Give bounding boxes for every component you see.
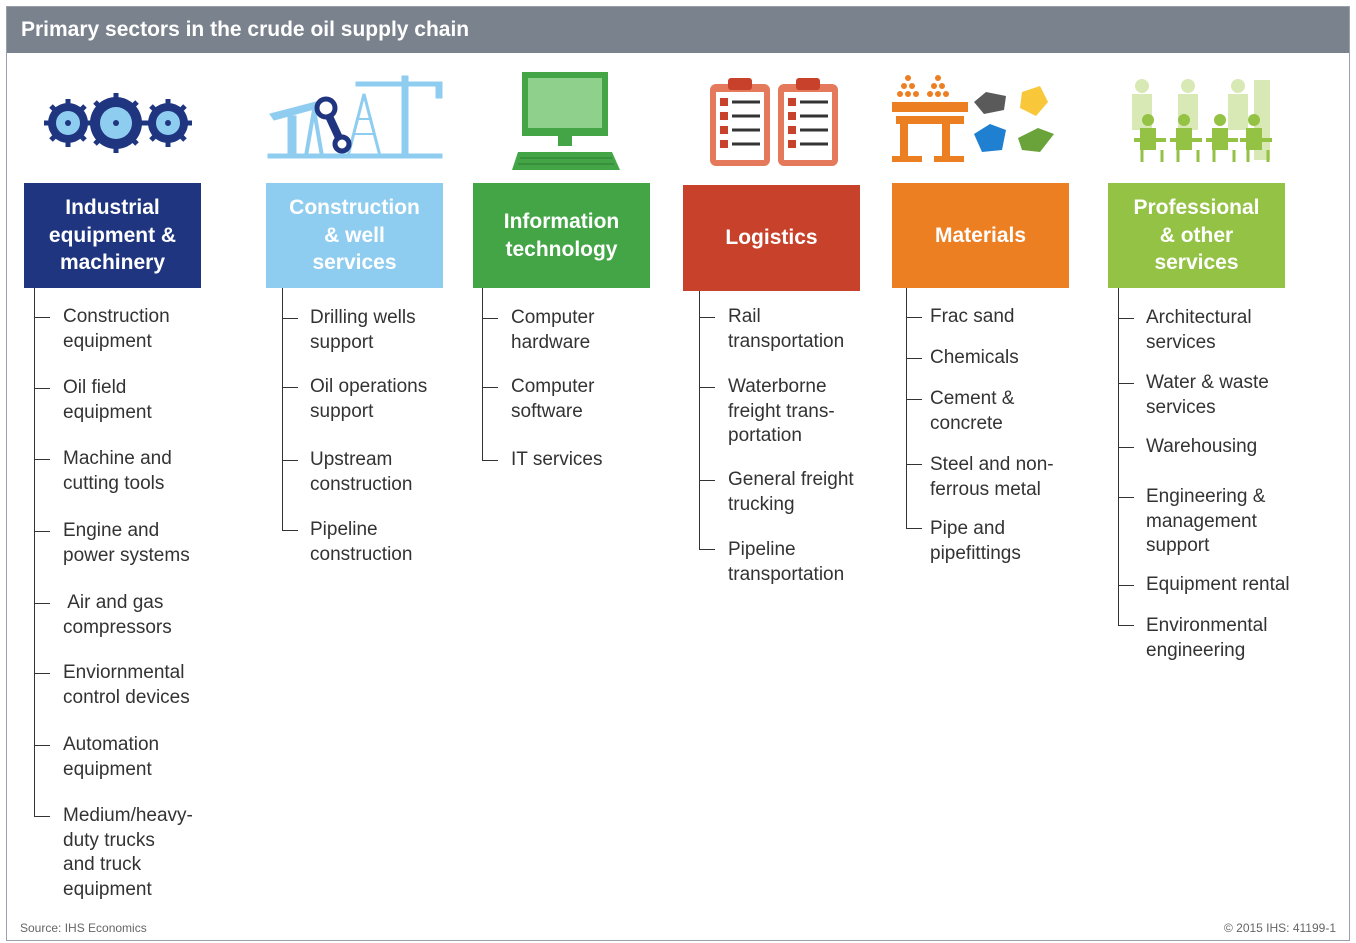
list-item: Steel and non-ferrous metal <box>930 454 1054 500</box>
tree-line <box>34 288 35 817</box>
tree-tick <box>906 399 922 400</box>
tree-line <box>906 288 907 529</box>
oil-rig-crane-icon <box>267 75 443 159</box>
tree-tick <box>34 531 50 532</box>
tree-tick <box>906 464 922 465</box>
tree-tick <box>34 317 50 318</box>
tree-tick <box>1118 585 1134 586</box>
gears-icon <box>44 93 192 153</box>
tree-tick <box>699 549 715 550</box>
computer-icon <box>512 72 620 170</box>
heading-line: Information <box>503 209 620 233</box>
source-note: Source: IHS Economics <box>20 921 147 935</box>
tree-line <box>282 288 283 531</box>
tree-tick <box>482 318 498 319</box>
copyright-note: © 2015 IHS: 41199-1 <box>1223 921 1336 935</box>
tree-tick <box>34 673 50 674</box>
tree-tick <box>482 387 498 388</box>
tree-tick <box>1118 625 1134 626</box>
heading-line: Construction <box>289 195 420 219</box>
heading-construction: Construction & well services <box>266 183 443 288</box>
tree-tick <box>699 387 715 388</box>
tree-tick <box>282 460 298 461</box>
tree-tick <box>699 317 715 318</box>
tree-tick <box>34 816 50 817</box>
heading-line: Industrial <box>65 195 160 219</box>
tree-tick <box>482 460 498 461</box>
heading-line: Materials <box>934 223 1027 247</box>
tree-tick <box>34 388 50 389</box>
heading-industrial: Industrial equipment & machinery <box>24 183 201 288</box>
heading-line: machinery <box>59 251 166 275</box>
title-bar: Primary sectors in the crude oil supply … <box>7 7 1349 53</box>
clipboard-checklist-icon <box>710 78 838 166</box>
tree-line <box>699 291 700 550</box>
chart-frame: Primary sectors in the crude oil supply … <box>6 6 1350 941</box>
list-item: Warehousing <box>1146 436 1258 457</box>
tree-tick <box>34 745 50 746</box>
heading-line: & other <box>1159 223 1234 247</box>
tree-line <box>1118 288 1119 626</box>
heading-logistics: Logistics <box>683 185 860 291</box>
tree-tick <box>906 317 922 318</box>
list-item: Chemicals <box>930 347 1019 368</box>
tree-tick <box>1118 383 1134 384</box>
tree-tick <box>1118 447 1134 448</box>
list-item: Cement &concrete <box>930 388 1015 434</box>
heading-line: equipment & <box>48 223 177 247</box>
heading-professional: Professional & other services <box>1108 183 1285 288</box>
heading-line: & well <box>324 223 385 247</box>
heading-it: Information technology <box>473 183 650 288</box>
tree-tick <box>282 530 298 531</box>
tree-tick <box>699 480 715 481</box>
tree-tick <box>34 603 50 604</box>
tree-tick <box>906 528 922 529</box>
list-item: Frac sand <box>930 306 1015 327</box>
heading-line: Professional <box>1133 195 1260 219</box>
list-item: IT services <box>511 449 603 470</box>
office-workers-icon <box>1132 79 1272 162</box>
tree-line <box>482 288 483 461</box>
tree-tick <box>906 358 922 359</box>
page-title: Primary sectors in the crude oil supply … <box>21 18 470 41</box>
tree-tick <box>282 387 298 388</box>
tree-tick <box>1118 318 1134 319</box>
materials-icon <box>892 75 1054 162</box>
tree-tick <box>1118 497 1134 498</box>
heading-materials: Materials <box>892 183 1069 288</box>
heading-line: services <box>1154 251 1239 275</box>
heading-line: Logistics <box>725 226 818 250</box>
heading-line: technology <box>505 237 618 261</box>
heading-line: services <box>312 251 397 275</box>
list-item: Equipment rental <box>1146 574 1290 595</box>
tree-tick <box>34 459 50 460</box>
tree-tick <box>282 318 298 319</box>
